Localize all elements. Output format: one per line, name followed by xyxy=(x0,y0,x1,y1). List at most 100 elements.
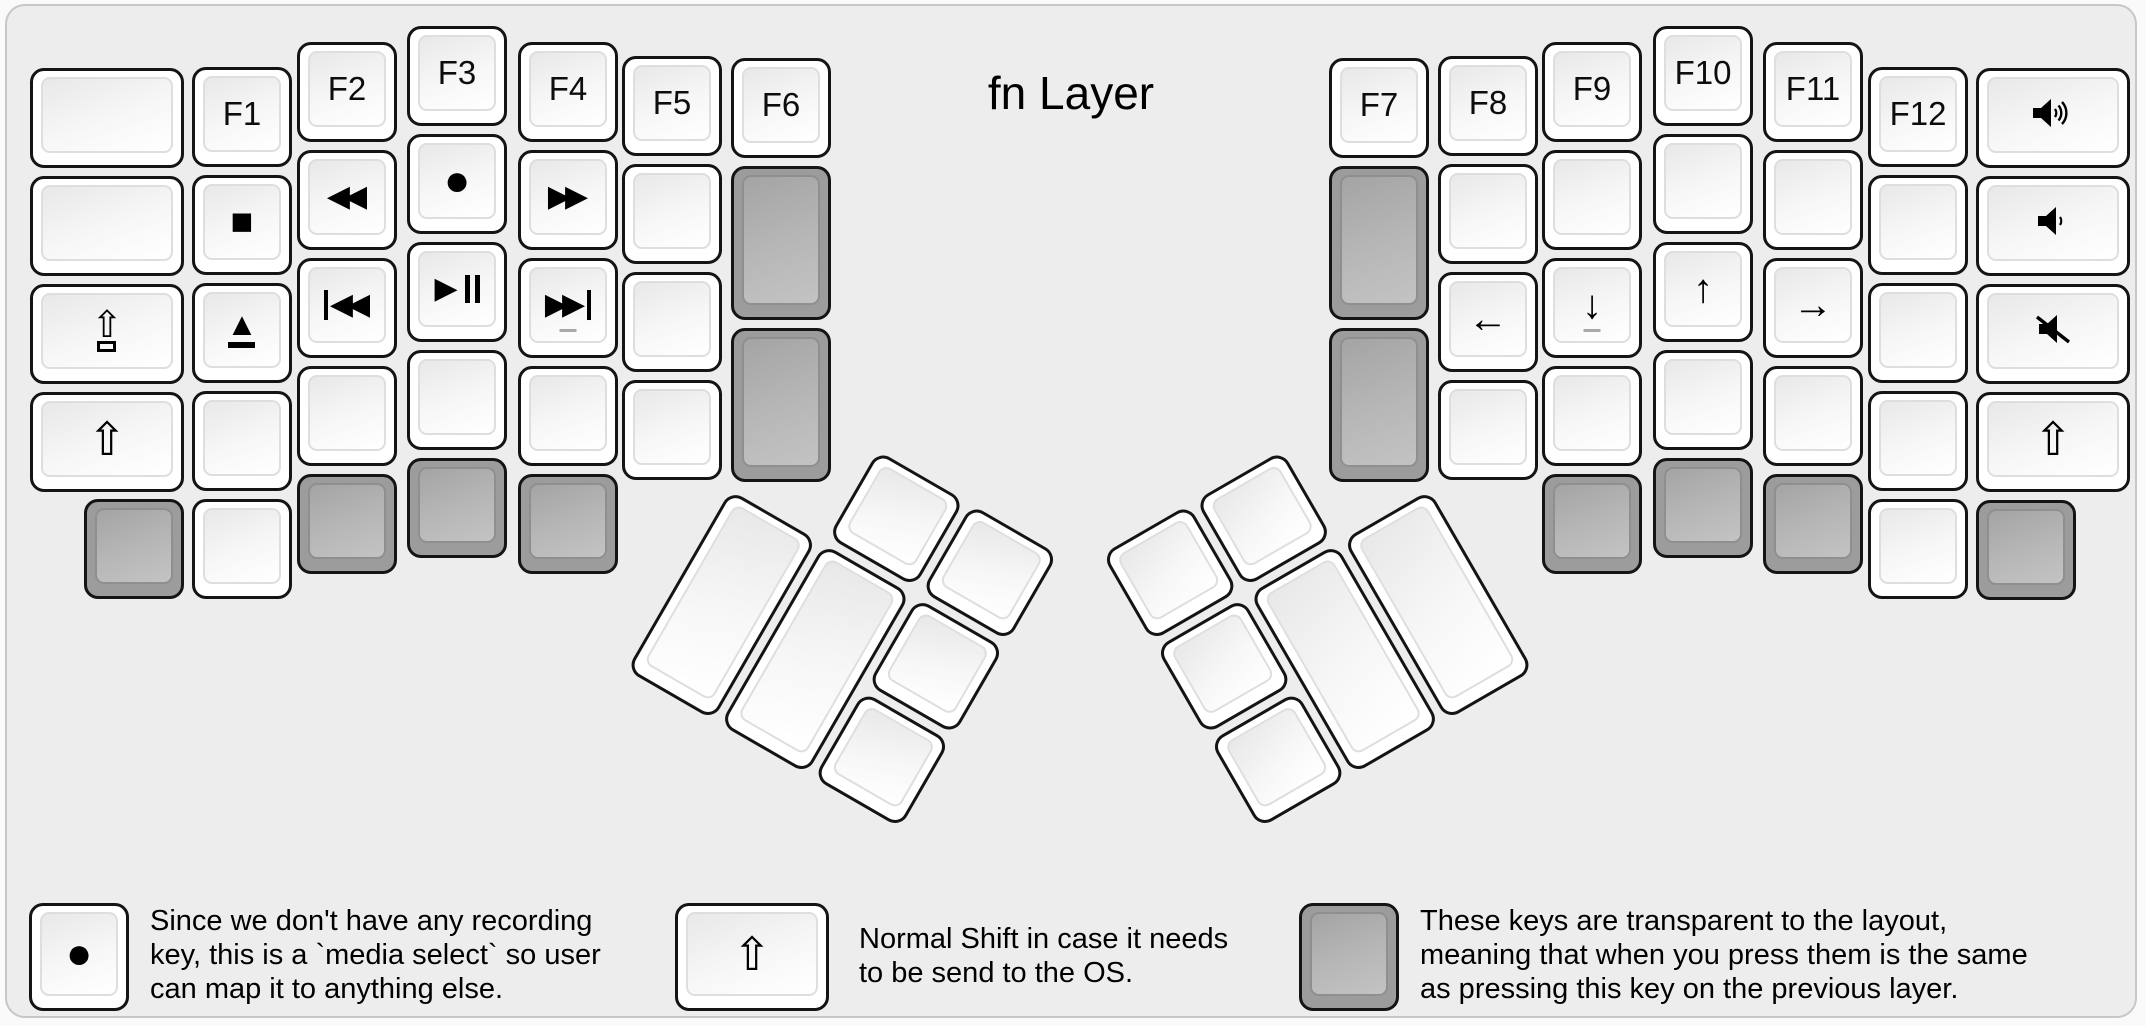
keycap-face xyxy=(1553,375,1631,451)
shift-key[interactable]: ⇧ xyxy=(1976,392,2130,492)
blank-key[interactable] xyxy=(622,380,722,480)
play-pause-key[interactable]: ▶ xyxy=(407,242,507,342)
blank-key[interactable] xyxy=(407,350,507,450)
blank-key[interactable] xyxy=(1653,134,1753,234)
prev-track-icon: ◀◀ xyxy=(323,290,370,320)
next-track-key[interactable]: ▶▶ xyxy=(518,258,618,358)
transparent-key[interactable] xyxy=(1329,166,1429,320)
blank-key[interactable] xyxy=(1868,499,1968,599)
blank-key[interactable] xyxy=(1542,150,1642,250)
keycap-face: F11 xyxy=(1774,51,1852,127)
arrow-left-icon: ← xyxy=(1468,297,1508,341)
volume-down-key[interactable] xyxy=(1976,176,2130,276)
transparent-key[interactable] xyxy=(1976,500,2076,600)
f3-key[interactable]: F3 xyxy=(407,26,507,126)
keycap-face: ⇧ xyxy=(686,912,818,996)
keycap-face xyxy=(1340,337,1418,467)
legend-item-text: Normal Shift in case it needs to be send… xyxy=(859,923,1229,989)
blank-key[interactable] xyxy=(1438,164,1538,264)
transparent-key[interactable] xyxy=(1542,474,1642,574)
blank-key[interactable] xyxy=(518,366,618,466)
keycap-face: → xyxy=(1774,267,1852,343)
f10-key[interactable]: F10 xyxy=(1653,26,1753,126)
f4-key[interactable]: F4 xyxy=(518,42,618,142)
transparent-key[interactable] xyxy=(731,328,831,482)
volume-up-key[interactable] xyxy=(1976,68,2130,168)
key-label: F4 xyxy=(548,70,588,107)
right-arrow-key[interactable]: → xyxy=(1763,258,1863,358)
up-arrow-key[interactable]: ↑ xyxy=(1653,242,1753,342)
key-label: F9 xyxy=(1572,70,1612,107)
keycap-face xyxy=(1449,173,1527,249)
keycap-face xyxy=(1774,483,1852,559)
f11-key[interactable]: F11 xyxy=(1763,42,1863,142)
down-arrow-key[interactable]: ↓ xyxy=(1542,258,1642,358)
keycap-face xyxy=(845,463,951,569)
keycap-face xyxy=(1774,159,1852,235)
prev-track-key[interactable]: ◀◀ xyxy=(297,258,397,358)
keycap-face: ← xyxy=(1449,281,1527,357)
f7-key[interactable]: F7 xyxy=(1329,58,1429,158)
fast-forward-key[interactable]: ▶▶ xyxy=(518,150,618,250)
keycap-face xyxy=(1115,517,1222,623)
keycap-face xyxy=(1340,175,1418,305)
blank-key[interactable] xyxy=(1868,391,1968,491)
blank-key[interactable] xyxy=(1438,380,1538,480)
blank-key[interactable] xyxy=(297,366,397,466)
mute-key[interactable] xyxy=(1976,284,2130,384)
f1-key[interactable]: F1 xyxy=(192,67,292,167)
blank-key[interactable] xyxy=(622,272,722,372)
keycap-face: ■ xyxy=(203,184,281,260)
transparent-key[interactable] xyxy=(518,474,618,574)
keycap-face xyxy=(938,517,1045,623)
keycap-face xyxy=(1987,77,2119,153)
f12-key[interactable]: F12 xyxy=(1868,67,1968,167)
blank-key[interactable] xyxy=(192,499,292,599)
stop-key[interactable]: ■ xyxy=(192,175,292,275)
record-icon: ● xyxy=(443,156,471,205)
blank-key[interactable] xyxy=(1763,366,1863,466)
keycap-face xyxy=(308,483,386,559)
f9-key[interactable]: F9 xyxy=(1542,42,1642,142)
blank-key[interactable] xyxy=(1763,150,1863,250)
shift-key[interactable]: ⇧ xyxy=(30,392,184,492)
f8-key[interactable]: F8 xyxy=(1438,56,1538,156)
keycap-face xyxy=(1310,912,1388,996)
record-key[interactable]: ● xyxy=(407,134,507,234)
blank-key[interactable] xyxy=(30,176,184,276)
homing-dash xyxy=(559,329,577,332)
shift-key-sample: ⇧ xyxy=(675,903,829,1011)
transparent-key[interactable] xyxy=(1329,328,1429,482)
keycap-face xyxy=(529,483,607,559)
f2-key[interactable]: F2 xyxy=(297,42,397,142)
keycap-face xyxy=(418,467,496,543)
transparent-key[interactable] xyxy=(731,166,831,320)
record-icon: ● xyxy=(65,929,93,978)
blank-key[interactable] xyxy=(1868,283,1968,383)
shift-icon: ⇧ xyxy=(2033,413,2073,465)
transparent-key[interactable] xyxy=(1763,474,1863,574)
keycap-face xyxy=(308,375,386,451)
blank-key[interactable] xyxy=(30,68,184,168)
keycap-face: ◀◀ xyxy=(308,159,386,235)
blank-key[interactable] xyxy=(192,391,292,491)
eject-key[interactable]: ▲ xyxy=(192,283,292,383)
rewind-key[interactable]: ◀◀ xyxy=(297,150,397,250)
blank-key[interactable] xyxy=(1542,366,1642,466)
blank-key[interactable] xyxy=(622,164,722,264)
left-arrow-key[interactable]: ← xyxy=(1438,272,1538,372)
keycap-face: F9 xyxy=(1553,51,1631,127)
transparent-key[interactable] xyxy=(407,458,507,558)
transparent-key[interactable] xyxy=(1653,458,1753,558)
transparent-key[interactable] xyxy=(84,499,184,599)
transparent-key[interactable] xyxy=(297,474,397,574)
f6-key[interactable]: F6 xyxy=(731,58,831,158)
f5-key[interactable]: F5 xyxy=(622,56,722,156)
blank-key[interactable] xyxy=(1868,175,1968,275)
keycap-face xyxy=(41,185,173,261)
caps-lock-key[interactable]: ⇧ xyxy=(30,284,184,384)
keycap-face xyxy=(1449,389,1527,465)
blank-key[interactable] xyxy=(1653,350,1753,450)
keycap-face: F6 xyxy=(742,67,820,143)
transparent-key-sample xyxy=(1299,903,1399,1011)
